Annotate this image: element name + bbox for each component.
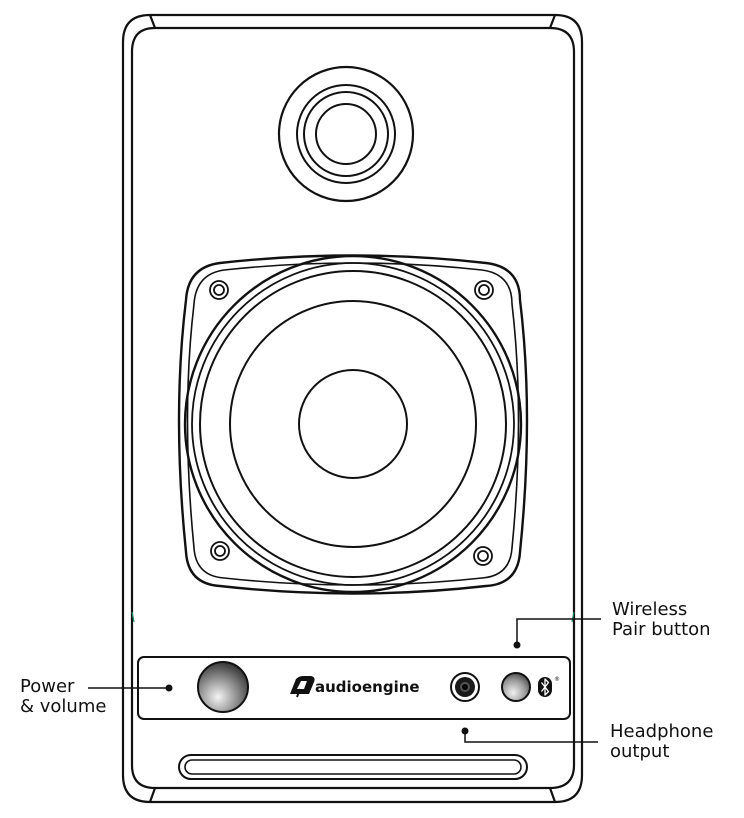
headphone-callout-line xyxy=(464,733,598,743)
bluetooth-icon xyxy=(538,677,552,697)
cabinet-corner-tl xyxy=(148,14,157,29)
pair-button[interactable] xyxy=(501,672,531,702)
wireless-callout-dot xyxy=(513,641,521,649)
screw-top-left xyxy=(209,280,229,300)
woofer xyxy=(177,254,529,595)
tweeter-ring-inner xyxy=(303,91,389,177)
cabinet-edge-mark-left xyxy=(131,611,135,623)
cabinet-corner-br xyxy=(548,787,557,803)
woofer-surround-mid xyxy=(191,262,515,586)
cabinet xyxy=(121,13,584,804)
woofer-surround-inner xyxy=(199,270,507,578)
tweeter xyxy=(277,65,415,203)
cabinet-inner xyxy=(130,26,576,790)
screw-bottom-left xyxy=(210,541,230,561)
headphone-output-label-line2: output xyxy=(610,741,670,762)
wireless-callout-line xyxy=(516,618,601,642)
wireless-pair-label: Wireless Pair button xyxy=(612,600,711,640)
power-callout-dot xyxy=(165,684,173,692)
woofer-cone xyxy=(229,300,477,548)
tweeter-ring-outer xyxy=(277,65,415,203)
volume-knob[interactable] xyxy=(197,661,249,713)
screw-top-right xyxy=(474,280,494,300)
callout-lines xyxy=(88,618,601,743)
woofer-frame-outer xyxy=(177,254,529,595)
bass-port xyxy=(178,754,528,780)
brand-wordmark: audioengine xyxy=(315,678,420,696)
headphone-output-label: Headphone output xyxy=(610,722,713,762)
cabinet-corner-bl xyxy=(148,787,157,803)
screw-bottom-right xyxy=(473,546,493,566)
power-volume-label-line1: Power xyxy=(20,676,75,697)
power-volume-label: Power & volume xyxy=(20,677,106,717)
audioengine-logo-icon xyxy=(290,676,315,698)
headphone-output-label-line1: Headphone xyxy=(610,721,714,742)
headphone-jack[interactable] xyxy=(450,672,480,702)
registered-mark: ® xyxy=(554,676,560,683)
woofer-surround-outer xyxy=(183,254,523,594)
woofer-dust-cap xyxy=(298,369,408,479)
wireless-pair-label-line1: Wireless xyxy=(612,599,688,620)
headphone-callout-dot xyxy=(461,727,469,735)
power-volume-label-line2: & volume xyxy=(20,696,107,717)
woofer-frame-inner xyxy=(186,262,520,586)
woofer-screws xyxy=(209,280,494,566)
wireless-pair-label-line2: Pair button xyxy=(612,619,711,640)
tweeter-ring-mid xyxy=(296,84,396,184)
tweeter-dome xyxy=(315,103,377,165)
cabinet-corner-tr xyxy=(548,14,557,29)
cabinet-edge-mark-right xyxy=(571,611,575,623)
